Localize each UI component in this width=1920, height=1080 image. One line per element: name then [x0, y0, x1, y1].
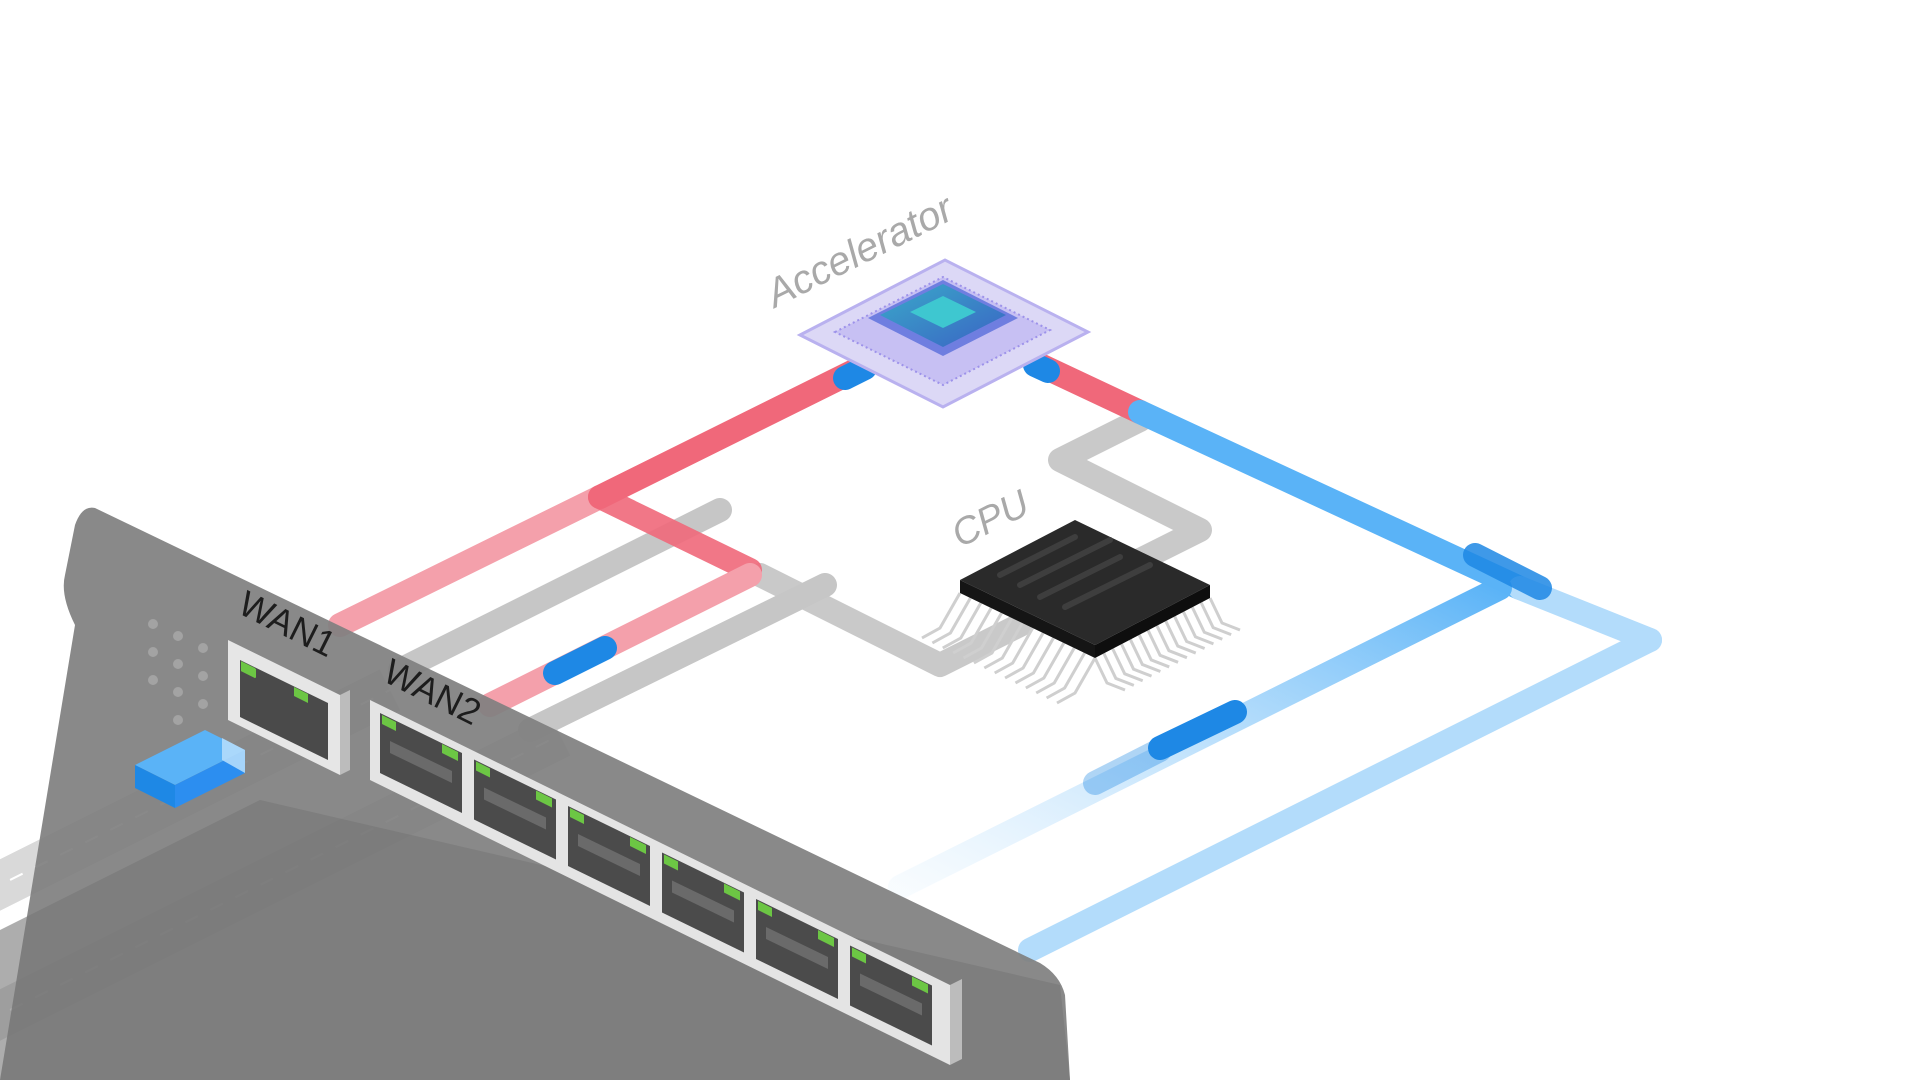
cpu-pin — [962, 612, 1003, 660]
cpu-pin — [1014, 637, 1055, 685]
cpu-pin — [1190, 606, 1223, 641]
cpu-pin — [1004, 632, 1045, 680]
cpu-pin — [1111, 648, 1144, 683]
data-packets — [543, 353, 1552, 795]
cpu-pin — [973, 617, 1014, 665]
accelerator-chip-icon — [796, 258, 1092, 409]
cpu-pin — [993, 627, 1034, 675]
cpu-pin — [942, 602, 983, 650]
sfp-module-icon — [135, 730, 245, 808]
lan-port-5 — [756, 899, 838, 999]
cpu-pin — [1164, 620, 1197, 655]
wan1-leds — [242, 662, 308, 703]
lan-port-3 — [568, 806, 650, 906]
cpu-pin — [1056, 657, 1097, 705]
cpu-pin — [1146, 629, 1179, 664]
lan-port-1 — [380, 713, 462, 813]
cpu-pin — [1173, 615, 1206, 650]
cpu-label: CPU — [945, 482, 1036, 556]
cpu-pin — [952, 607, 993, 655]
cpu-pin — [921, 592, 962, 640]
cpu-pin — [1199, 601, 1232, 637]
cpu-pin — [1102, 652, 1135, 687]
cpu-pin — [1035, 647, 1076, 695]
cpu-pin — [1155, 625, 1188, 660]
vent-holes — [148, 619, 208, 725]
cpu-pin — [1129, 638, 1161, 673]
cpu-pin — [1045, 652, 1086, 700]
cpu-pin — [983, 622, 1024, 670]
cpu-chip-icon — [921, 520, 1241, 705]
lan-port-4 — [662, 852, 744, 953]
fast-path — [328, 353, 1152, 717]
lan-port-2 — [474, 759, 556, 860]
cpu-pin — [1120, 643, 1153, 678]
cpu-pin — [1025, 642, 1066, 690]
cpu-pin — [931, 597, 972, 645]
cpu-pin — [1182, 611, 1215, 646]
cpu-pin — [1208, 597, 1241, 632]
lan-port-6 — [850, 945, 932, 1046]
cpu-pin — [1093, 657, 1126, 692]
rj45-port-icon — [380, 713, 932, 1046]
cpu-pin — [1137, 634, 1170, 669]
